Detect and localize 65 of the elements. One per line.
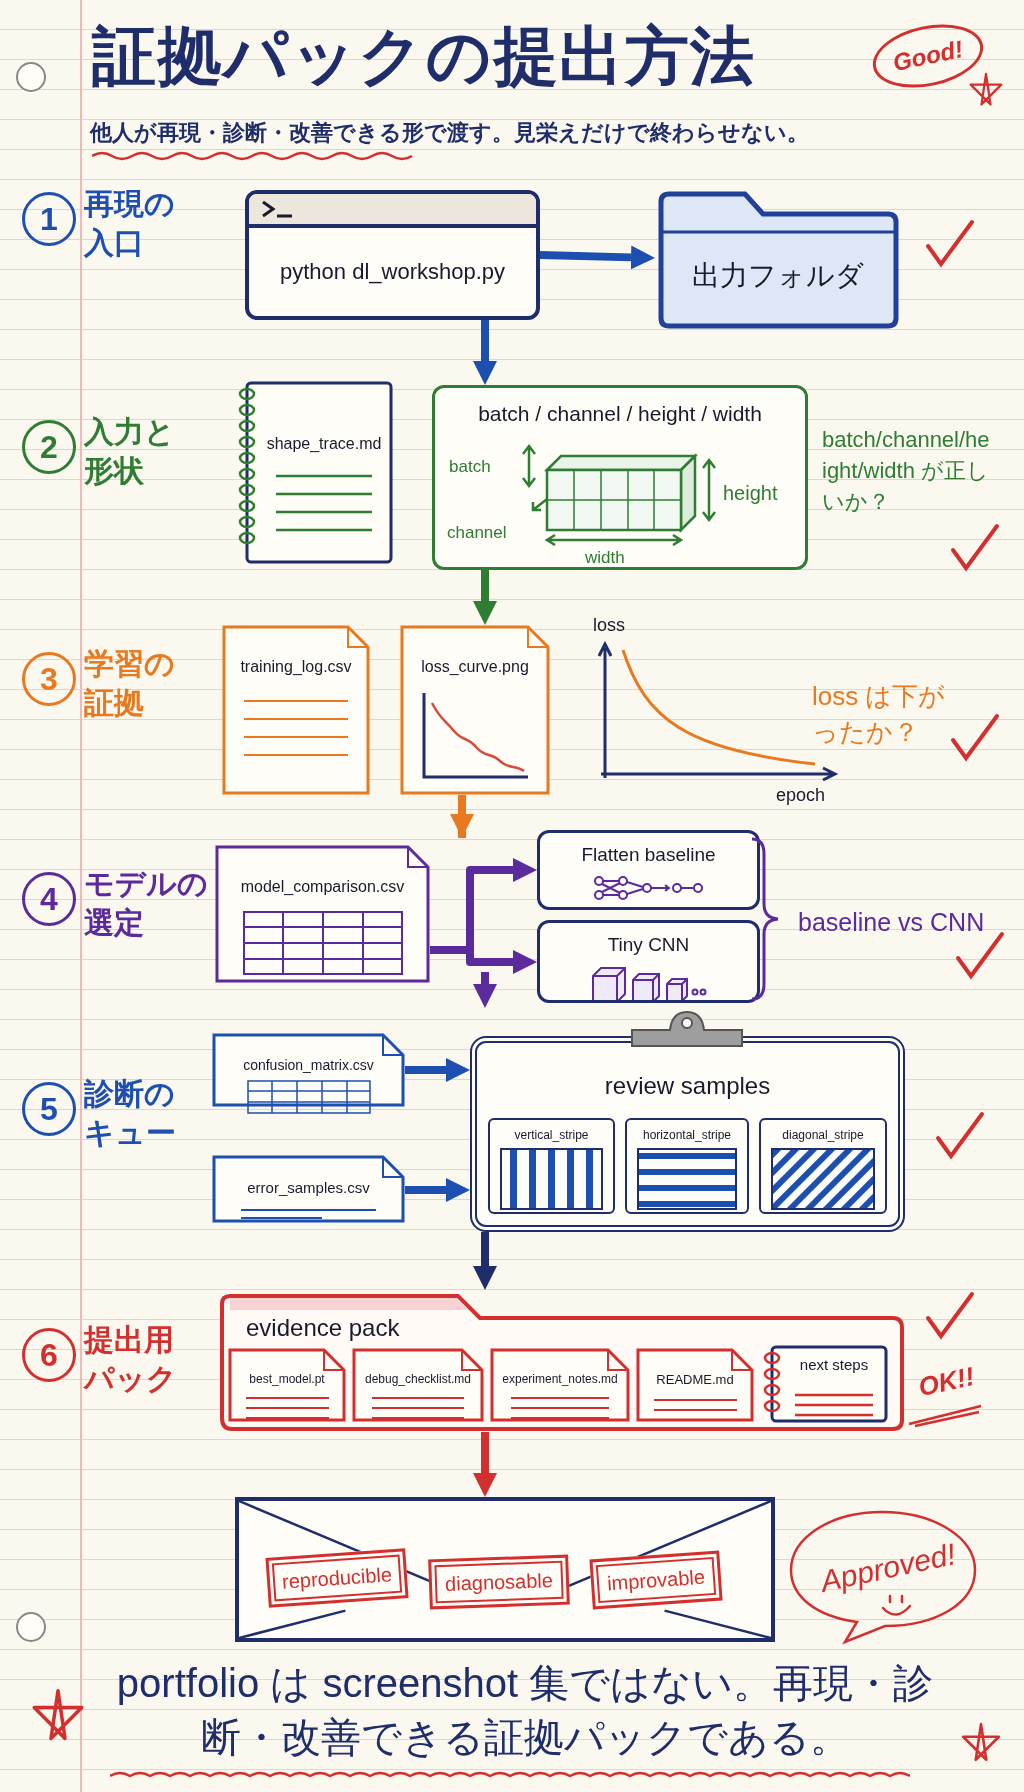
model-name: Flatten baseline xyxy=(581,843,716,867)
arrow xyxy=(539,245,655,270)
step-title: モデルの選定 xyxy=(84,866,209,941)
stamp-label: diagnosable xyxy=(428,1554,570,1610)
check-question: batch/channel/height/width が正しいか？ xyxy=(822,426,991,516)
step-number: 5 xyxy=(22,1082,76,1136)
file-name: loss_curve.png xyxy=(421,657,529,677)
axis-label: channel xyxy=(447,522,507,544)
step-number: 3 xyxy=(22,652,76,706)
terminal-window xyxy=(245,190,540,320)
check-question: loss は下がったか？ xyxy=(812,680,947,750)
sample-card xyxy=(759,1118,887,1214)
arrow xyxy=(473,570,497,625)
axis-label: width xyxy=(585,547,625,569)
file-name: model_comparison.csv xyxy=(240,877,405,897)
handwritten-note: OK!! xyxy=(914,1359,978,1404)
folder-label: evidence pack xyxy=(246,1313,400,1343)
sample-name: vertical_stripe xyxy=(514,1127,589,1144)
subtitle: 他人が再現・診断・改善できる形で渡す。見栄えだけで終わらせない。 xyxy=(90,119,810,147)
tensor-shape-panel xyxy=(432,385,808,570)
model-card xyxy=(537,920,760,1003)
handwritten-note: Approved! xyxy=(816,1536,960,1600)
model-name: Tiny CNN xyxy=(607,933,690,957)
file-name: training_log.csv xyxy=(240,657,352,677)
stamp-label: improvable xyxy=(589,1550,723,1610)
command-text: python dl_workshop.py xyxy=(280,257,505,286)
step-title: 再現の入口 xyxy=(84,186,176,261)
arrow xyxy=(430,946,537,974)
file-name: README.md xyxy=(656,1371,734,1389)
folder-label: 出力フォルダ xyxy=(691,259,864,293)
axis-label: batch xyxy=(449,456,491,478)
comparison-note: baseline vs CNN xyxy=(798,907,986,938)
file-name: next steps xyxy=(799,1355,869,1375)
axis-label: epoch xyxy=(776,784,827,807)
arrow xyxy=(473,1232,497,1290)
step-title: 提出用パック xyxy=(84,1322,178,1397)
file-name: debug_checklist.md xyxy=(364,1371,472,1388)
sample-name: diagonal_stripe xyxy=(782,1127,864,1144)
caption: portfolio は screenshot 集ではない。再現・診断・改善できる証拠パックである。 xyxy=(115,1660,935,1761)
step-title: 入力と形状 xyxy=(84,414,176,489)
arrow xyxy=(473,320,497,385)
step-title: 診断のキュー xyxy=(84,1076,177,1151)
file-name: confusion_matrix.csv xyxy=(243,1056,374,1075)
step-number: 6 xyxy=(22,1328,76,1382)
file-name: best_model.pt xyxy=(249,1371,325,1388)
arrow xyxy=(405,1058,470,1082)
step-number: 2 xyxy=(22,420,76,474)
sample-card xyxy=(625,1118,749,1214)
title: 証拠パックの提出方法 xyxy=(92,19,756,94)
clipboard xyxy=(470,1008,905,1232)
panel-heading: review samples xyxy=(604,1072,771,1099)
axis-label: height xyxy=(723,481,778,506)
sample-name: horizontal_stripe xyxy=(642,1127,732,1144)
axis-label: loss xyxy=(593,614,626,637)
stamp-label: reproducible xyxy=(265,1548,409,1608)
step-title: 学習の証拠 xyxy=(84,646,176,721)
sample-card xyxy=(488,1118,615,1214)
step-number: 1 xyxy=(22,192,76,246)
file-name: shape_trace.md xyxy=(266,433,382,454)
shape-heading: batch / channel / height / width xyxy=(478,402,762,425)
file-name: error_samples.csv xyxy=(247,1178,370,1198)
step-number: 4 xyxy=(22,872,76,926)
arrow xyxy=(405,1178,470,1202)
file-name: experiment_notes.md xyxy=(502,1371,618,1388)
model-card xyxy=(537,830,760,910)
